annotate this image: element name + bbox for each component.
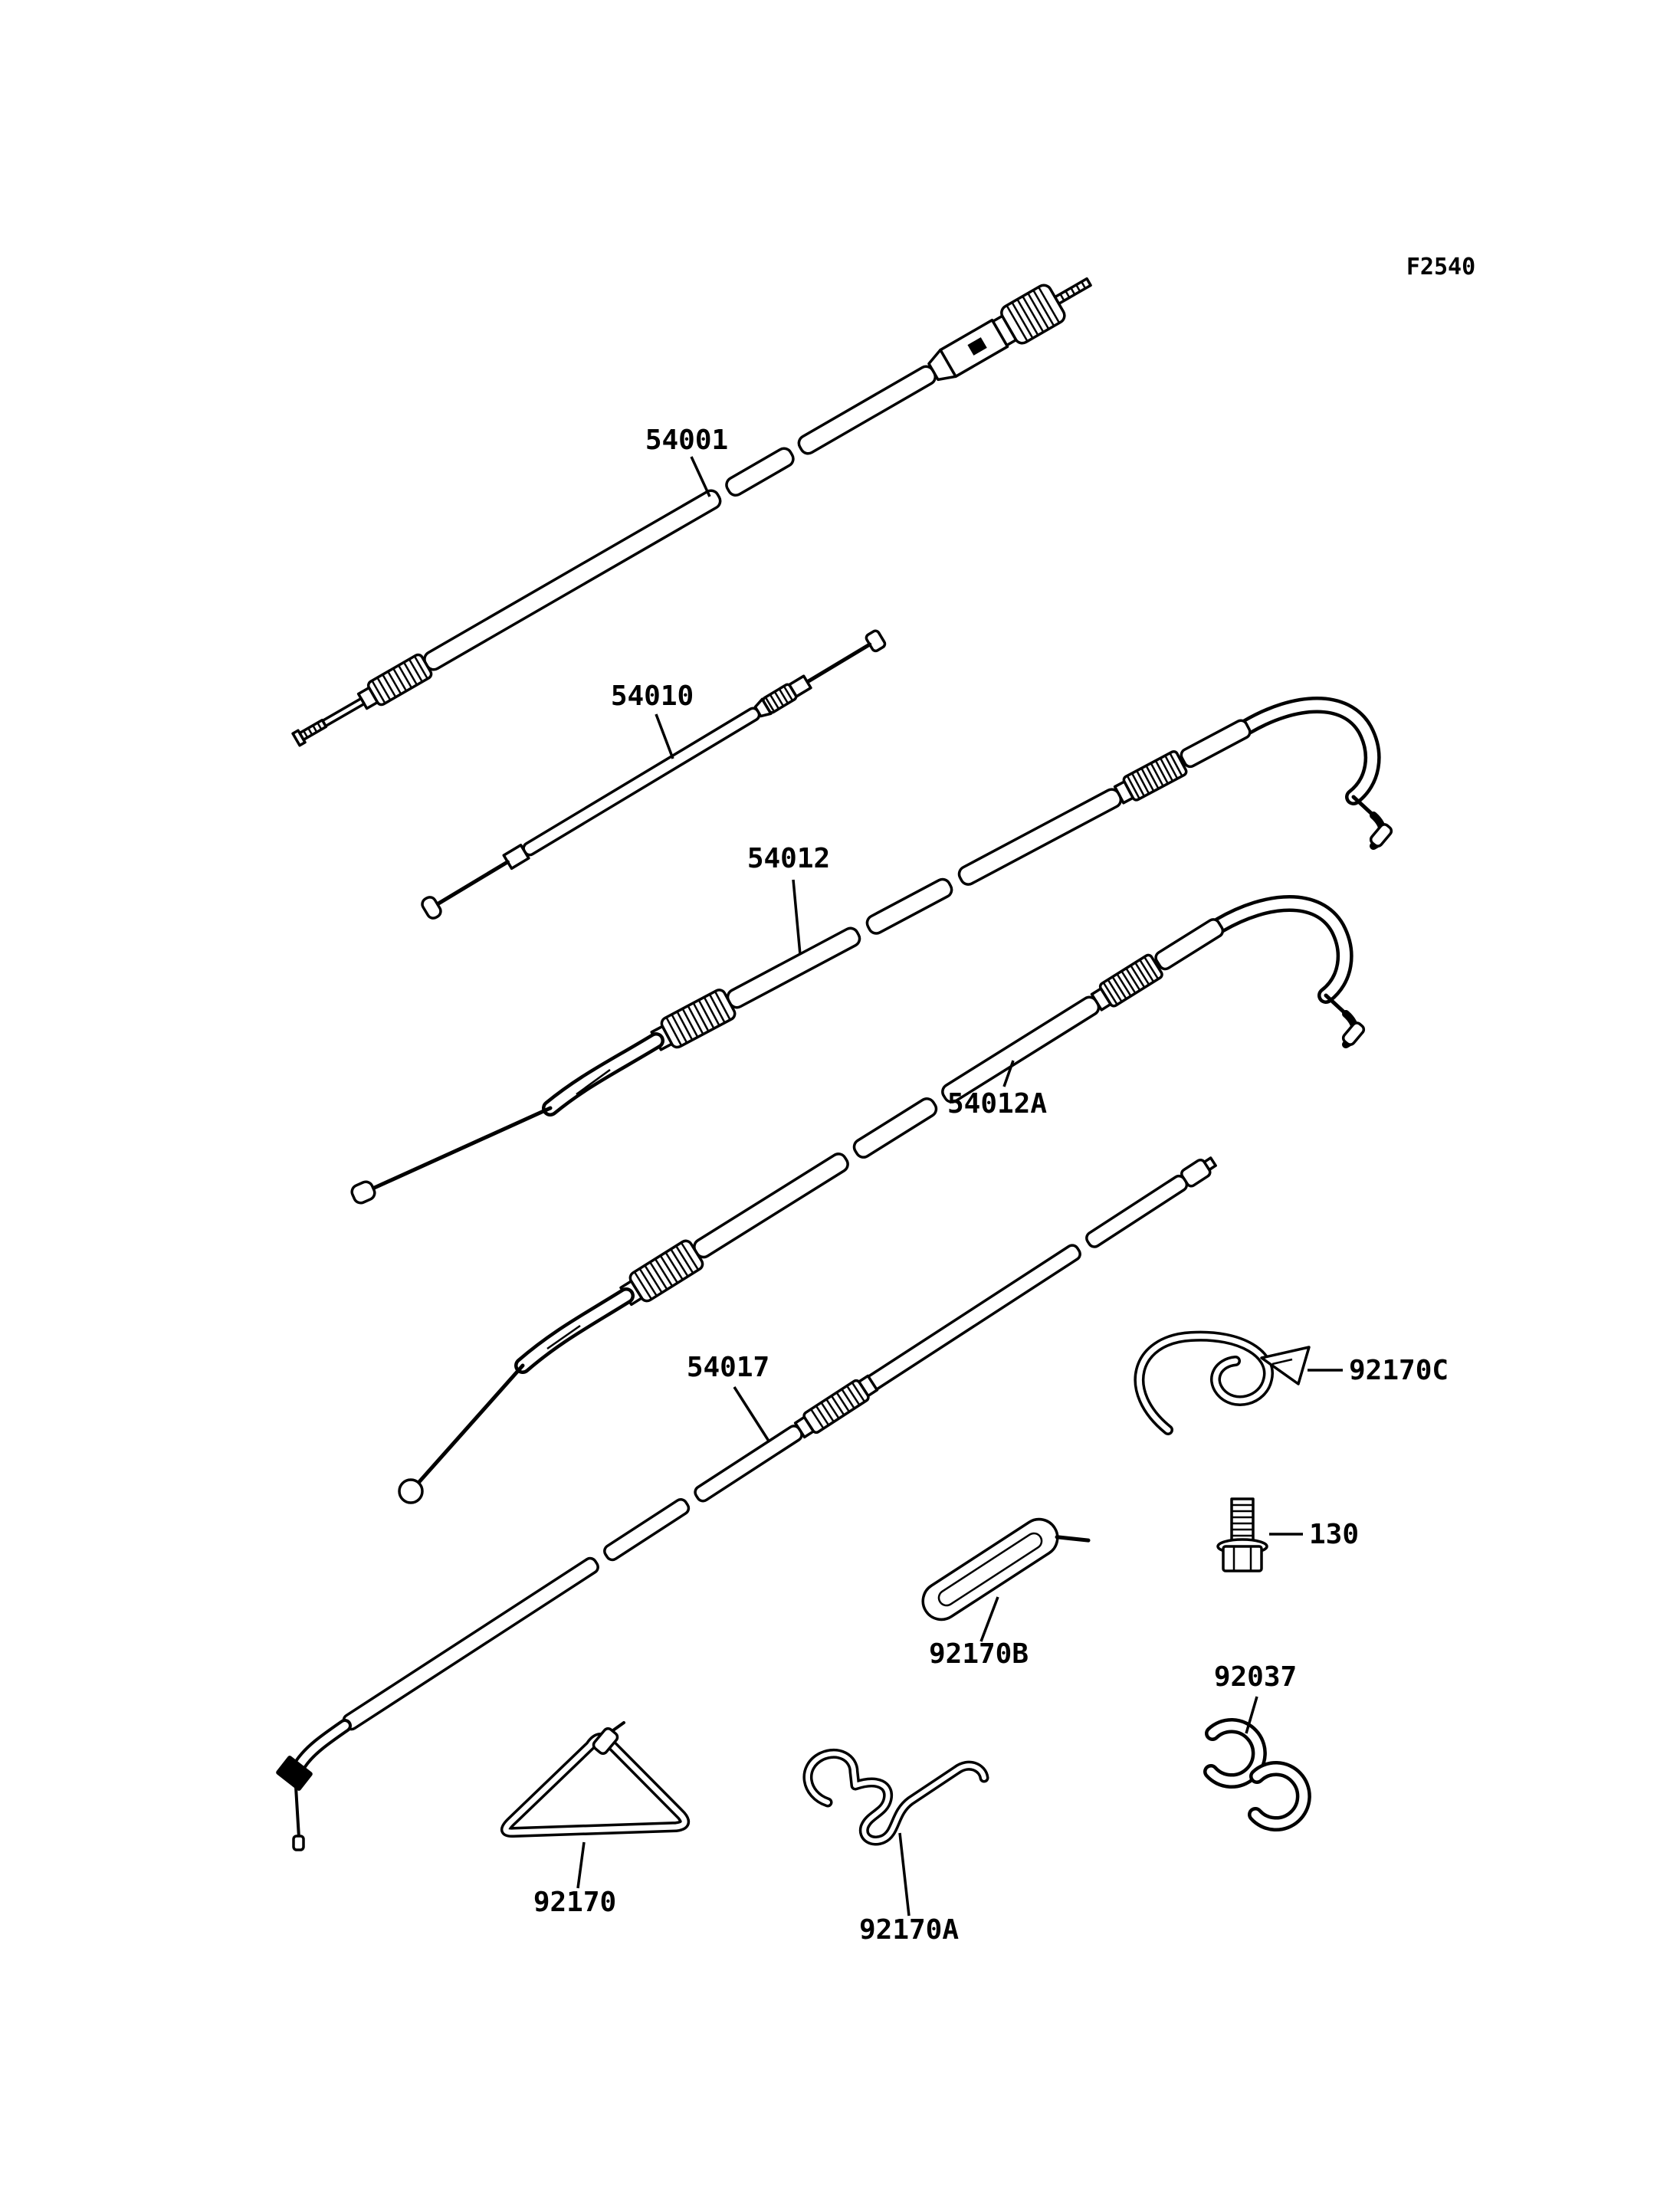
cable-54017 [276,1156,1217,1851]
part-labels: F2540 54001 54010 54012 54012A 54017 921… [533,254,1475,1946]
cable-54010 [421,629,887,920]
leader-54010 [655,713,674,759]
leader-54012a [1002,1060,1015,1087]
figure-code: F2540 [1406,254,1475,280]
part-label-92037: 92037 [1214,1661,1297,1693]
clamp-92170b [921,1517,1091,1622]
part-label-92170a: 92170A [859,1914,959,1946]
part-label-92170b: 92170B [929,1638,1029,1670]
leader-54001 [690,456,711,497]
clamp-92170c [1134,1330,1311,1435]
leader-54012 [792,879,802,956]
leader-54017 [733,1386,771,1443]
part-label-54012: 54012 [747,843,830,874]
part-label-92170c: 92170C [1349,1355,1449,1386]
leader-92170 [576,1841,586,1889]
clamp-92170a [802,1748,989,1846]
clamp-92170 [500,1721,691,1838]
part-label-130: 130 [1309,1519,1359,1550]
leader-92037 [1245,1696,1258,1734]
part-label-54012a: 54012A [947,1088,1047,1120]
bolt-130 [1216,1497,1268,1572]
cable-54012a [398,895,1366,1504]
clamp-92037 [1203,1718,1311,1832]
cable-54012 [350,697,1393,1205]
leader-92170a [898,1832,911,1917]
leader-92170b [979,1596,999,1642]
leader-lines [576,456,1343,1917]
cable-54001 [291,277,1092,747]
part-label-92170: 92170 [533,1887,616,1918]
part-label-54017: 54017 [687,1352,769,1383]
part-label-54010: 54010 [611,680,694,712]
part-label-54001: 54001 [645,425,728,456]
